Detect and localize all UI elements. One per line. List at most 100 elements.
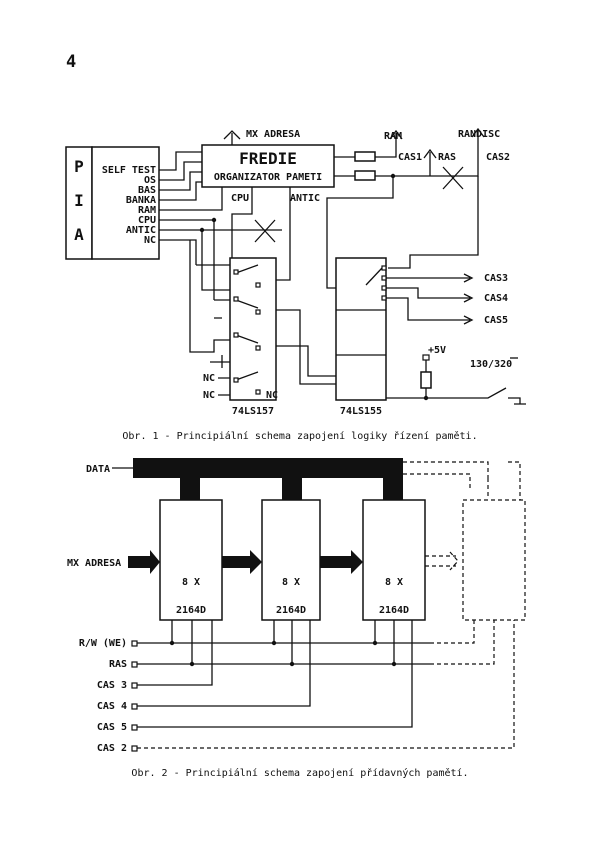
cas5-label: CAS5 [484,315,508,326]
pia-signal-bas: BAS [138,185,156,196]
chip-157-body [229,257,277,401]
ram-arrow [375,129,403,158]
chip-74ls155: 74LS155 [335,257,387,417]
resistor-pullup [420,371,432,389]
wire-157-155-b [276,345,336,377]
pia-letter-i: I [74,191,84,210]
mx-adresa-label: MX ADRESA [67,558,121,569]
nc-label-3: NC [266,390,278,401]
chip-3-count: 8 X [385,577,403,588]
pia-signal-ram: RAM [138,205,156,216]
signal-rw: R/W (WE) [79,638,127,649]
address-arrow-3 [320,550,363,574]
cas5-line [137,620,413,728]
memory-chip-2: 8 X 2164D [261,499,321,621]
switch-circuit [386,387,526,405]
pia-letter-a: A [74,225,84,244]
rw-taps [171,620,376,643]
randisc-label: RANDISC [458,129,500,140]
fredie-box [201,144,335,188]
resistor-ram [354,151,376,162]
cas2-label: CAS2 [486,152,510,163]
chip-1-count: 8 X [182,577,200,588]
mx-adresa-label-top: MX ADRESA [246,129,300,140]
chip-155-dividers [336,309,386,356]
pia-signal-panel [91,146,160,260]
cas4-line [137,620,311,707]
wire-157-in4 [189,240,230,353]
resistor-randisc [354,170,376,181]
wire-cpu-out [231,187,253,260]
wire-157-in2 [201,230,230,291]
wire-self-test [159,151,202,171]
chip-2-count: 8 X [282,577,300,588]
pia-signal-self-test: SELF TEST [102,165,156,176]
ras-dashed [430,620,495,665]
wire-ram-sig [159,187,223,211]
pia-letter-p: P [74,157,84,176]
signal-cas4: CAS 4 [97,701,127,712]
memory-chip-1: 8 X 2164D [159,499,223,621]
memory-chip-optional [462,499,526,621]
crossover-x1 [254,219,276,243]
cas5-arrow [386,297,474,325]
wire-cas2-155 [388,176,479,269]
cas1-label: CAS1 [398,152,422,163]
chip-74ls157: 74LS157 [229,257,277,417]
cas4-label: CAS4 [484,293,508,304]
cas3-arrow [386,273,474,283]
data-bus [133,458,403,478]
signal-cas3: CAS 3 [97,680,127,691]
signal-cas5: CAS 5 [97,722,127,733]
ras-taps [191,620,395,664]
wire-cpu-sig [159,219,215,230]
cas3-line [137,620,213,686]
pia-signal-banka: BANKA [126,195,156,206]
chip-155-switch [365,267,383,286]
chip-157-switches [235,264,259,381]
pia-block: P I A SELF TEST OS BAS BANKA RAM CPU ANT… [65,146,160,260]
wire-157-in3 [213,230,230,319]
pia-signal-nc: NC [144,235,156,246]
wire-nc-sig [159,239,197,265]
ram-label: RAM [384,131,402,142]
signal-cas2: CAS 2 [97,743,127,754]
address-arrow-1 [128,550,160,574]
fredie-title: FREDIE [239,149,297,168]
nc-label-2: NC [203,390,215,401]
pia-signal-os: OS [144,175,156,186]
chip-155-label: 74LS155 [340,406,382,417]
wire-bas [159,171,202,191]
chip-3-part: 2164D [379,605,409,616]
crossover-x2 [442,166,464,190]
signal-pins [131,640,138,752]
rw-dashed [430,620,475,644]
cas3-label: CAS3 [484,273,508,284]
plus5v-label: +5V [428,345,446,356]
figure-1: P I A SELF TEST OS BAS BANKA RAM CPU ANT… [65,127,526,442]
data-label: DATA [86,464,110,475]
nc-label-1: NC [203,373,215,384]
wire-157-in5 [210,355,230,368]
wire-157-nc [218,377,230,396]
fredie-block: FREDIE ORGANIZATOR PAMETI [201,144,335,188]
pia-signal-cpu: CPU [138,215,156,226]
ras-label: RAS [438,152,456,163]
antic-label: ANTIC [290,193,320,204]
cas2-dashed [137,620,515,749]
data-dashed-ext2 [487,461,521,500]
figure-2: DATA 8 X 2164D 8 X 2164D 8 X 2164D MX AD… [67,458,526,779]
pia-signal-antic: ANTIC [126,225,156,236]
chip-157-label: 74LS157 [232,406,274,417]
wire-antic-out [276,187,291,281]
data-dashed-ext [403,461,489,490]
chip-155-body [335,257,387,401]
pia-box [65,146,93,260]
wire-os [159,161,202,181]
signal-ras: RAS [109,659,127,670]
figure2-caption: Obr. 2 - Principiální schema zapojení př… [131,767,468,779]
figure1-caption: Obr. 1 - Principiální schema zapojení lo… [122,430,477,442]
wire-banka [159,181,202,201]
wire-157-155-a [276,309,336,385]
